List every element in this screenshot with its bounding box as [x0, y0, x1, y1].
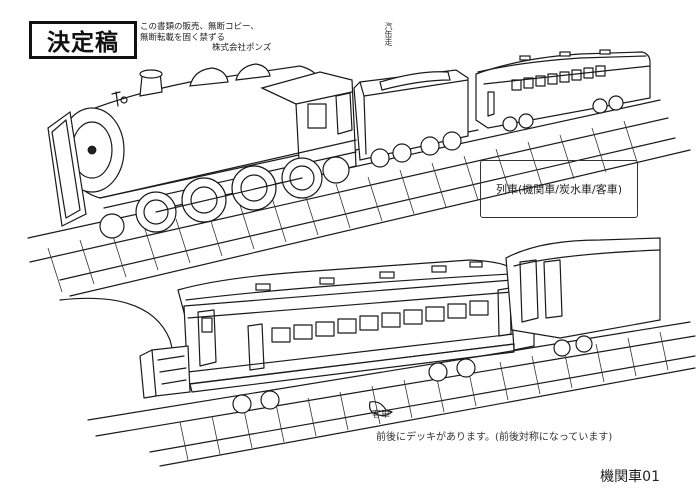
coach-tag: 客車	[372, 410, 391, 420]
deck-note: 前後にデッキがあります。(前後対称になっています)	[376, 432, 613, 443]
tender	[353, 69, 479, 168]
coach-bogies	[232, 358, 476, 414]
notice-line-3: 株式会社ポンズ	[212, 43, 272, 53]
top-annotation: 汽缶走	[384, 22, 393, 46]
notice-line-2: 無断転載を固く禁ずる	[140, 32, 226, 43]
copyright-notice: この書類の販売、無断コピー、 無断転載を固く禁ずる 株式会社ポンズ	[140, 22, 290, 54]
stamp-label: 決定稿	[47, 30, 119, 56]
lower-track	[59, 297, 696, 467]
lower-coach	[139, 259, 535, 414]
caption-box: 列車(機関車/炭水車/客車)	[480, 160, 638, 218]
upper-coach	[475, 49, 651, 132]
rear-coach	[505, 237, 661, 357]
final-draft-stamp: 決定稿	[29, 21, 137, 59]
notice-line-1: この書類の販売、無断コピー、	[140, 22, 259, 32]
coach-windows	[271, 300, 489, 343]
steam-locomotive	[47, 63, 373, 239]
sheet-label: 機関車01	[600, 469, 660, 485]
driving-wheels	[99, 156, 350, 239]
caption-label: 列車(機関車/炭水車/客車)	[496, 183, 622, 196]
